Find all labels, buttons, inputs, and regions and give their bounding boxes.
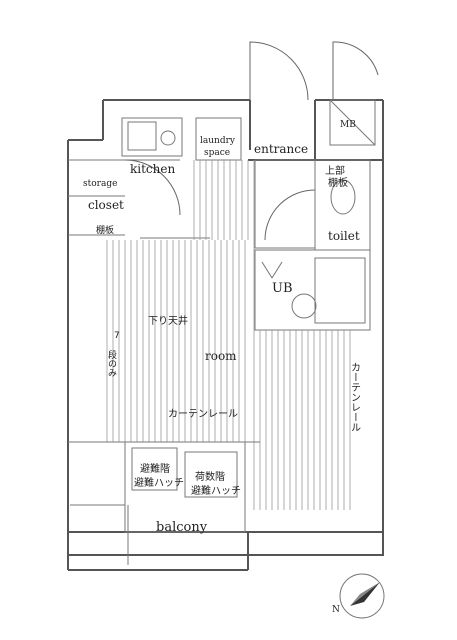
mb-doors	[249, 41, 379, 146]
label-hatch-a-2: 避難ハッチ	[134, 476, 184, 489]
label-curtain-rail-right: カーテンレール	[349, 362, 361, 432]
label-hatch-a-1: 避難階	[140, 462, 170, 475]
label-balcony: balcony	[156, 520, 208, 535]
label-laundry-2: space	[204, 148, 230, 158]
label-laundry-1: laundry	[200, 136, 236, 146]
kitchen-area	[68, 159, 210, 239]
label-only-7-1: 7	[114, 331, 120, 341]
label-storage: storage	[83, 179, 117, 189]
label-only-7-2: 段のみ	[106, 349, 117, 377]
label-hatch-b-1: 荷数階	[195, 470, 225, 483]
laundry-space	[121, 117, 242, 161]
wet-area	[254, 159, 371, 331]
label-lowered-ceiling: 下り天井	[148, 314, 188, 327]
label-upper-shelf-2: 棚板	[328, 176, 348, 189]
label-kitchen: kitchen	[130, 162, 175, 176]
label-ub: UB	[272, 281, 293, 296]
room-floor	[106, 160, 351, 510]
label-closet: closet	[88, 198, 124, 212]
label-entrance: entrance	[254, 142, 308, 156]
outer-walls	[67, 99, 384, 571]
label-closet-shelf: 棚板	[96, 224, 114, 236]
label-upper-shelf-1: 上部	[325, 164, 345, 177]
north-arrow-icon	[339, 573, 385, 619]
label-room: room	[205, 349, 237, 363]
label-hatch-b-2: 避難ハッチ	[191, 484, 241, 497]
label-curtain-rail-bottom: カーテンレール	[168, 408, 238, 420]
balcony-area	[68, 441, 260, 565]
label-mb: MB	[340, 120, 356, 130]
north-letter: N	[332, 605, 340, 615]
label-toilet: toilet	[328, 229, 360, 243]
